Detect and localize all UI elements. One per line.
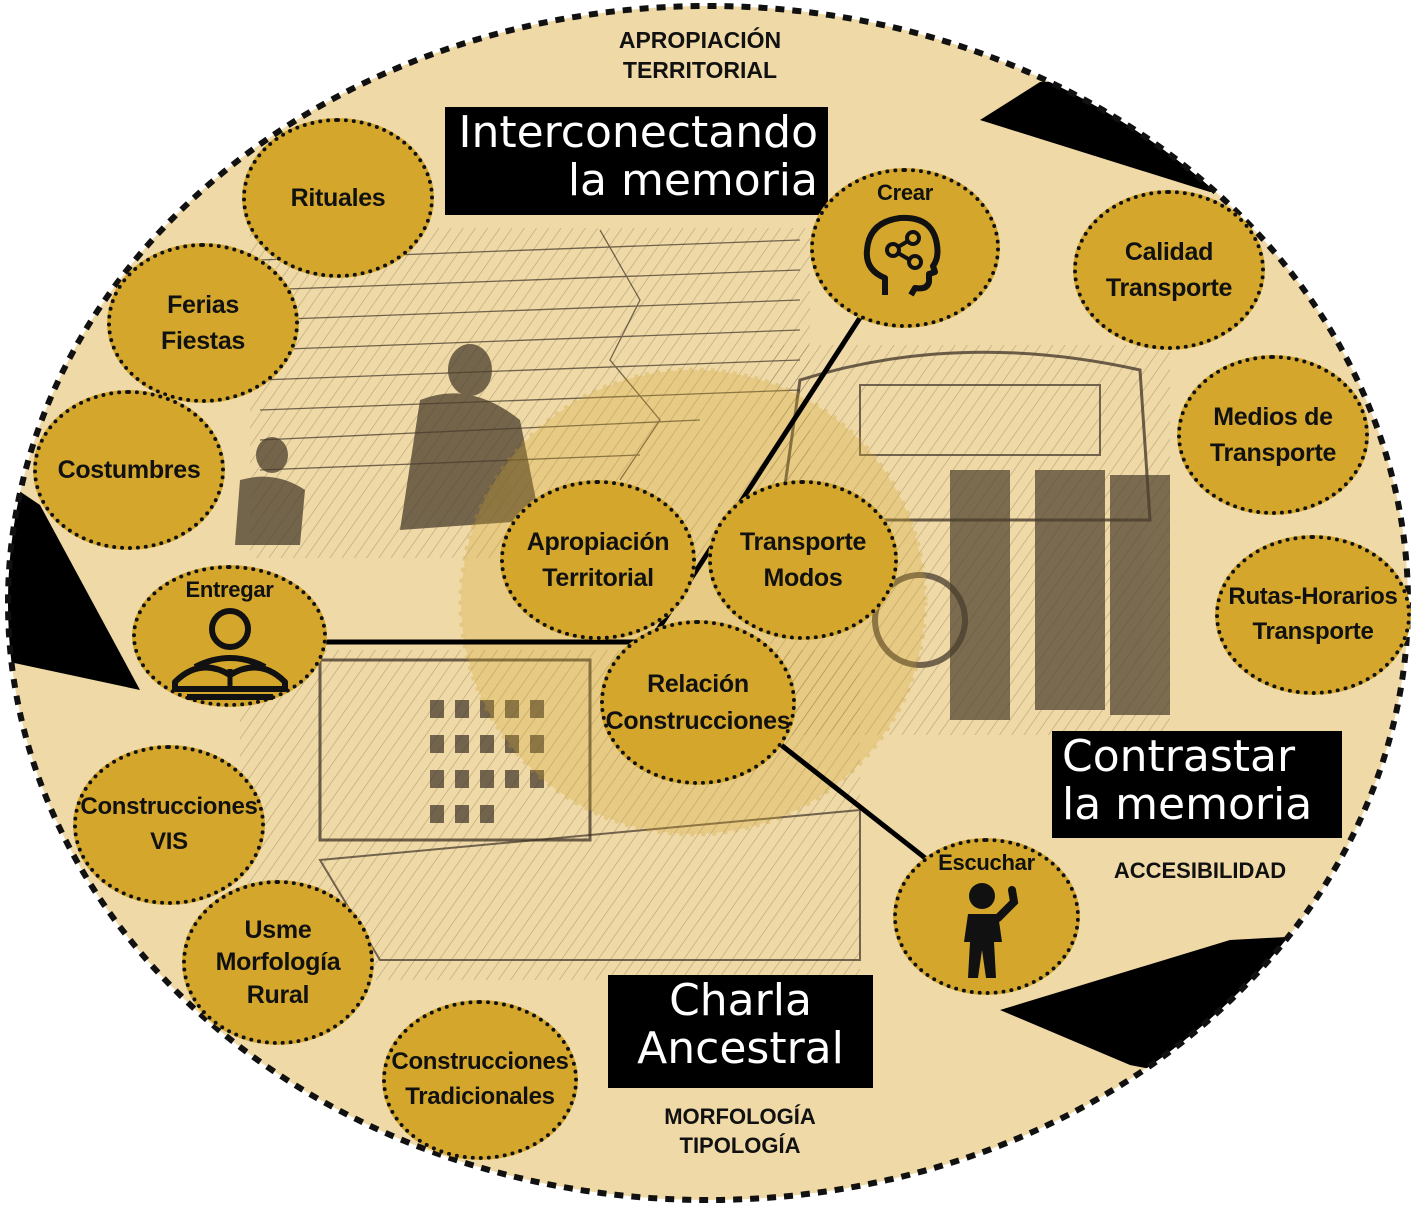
bubble-calidad-transporte: Calidad Transporte — [1073, 190, 1265, 350]
caption-morfologia: MORFOLOGÍA TIPOLOGÍA — [664, 1104, 816, 1158]
bubble-costumbres: Costumbres — [33, 390, 225, 550]
sketch-wall-scene — [235, 228, 810, 558]
bubble-entregar: Entregar — [132, 565, 327, 707]
bubble-ferias-fiestas: Ferias Fiestas — [107, 243, 299, 403]
title-interconectando: Interconectando la memoria — [445, 107, 828, 215]
person-reading-icon — [171, 608, 288, 701]
crear-label: Crear — [877, 180, 933, 205]
bubble-construcciones-vis: Construcciones VIS — [73, 745, 265, 905]
bubble-rutas-horarios: Rutas-Horarios Transporte — [1215, 535, 1411, 695]
title-contrastar: Contrastar la memoria — [1052, 731, 1342, 838]
bubble-apropiacion-territorial: Apropiación Territorial — [500, 480, 696, 640]
bubble-crear: Crear — [810, 168, 1000, 328]
head-network-icon — [863, 215, 941, 297]
escuchar-label: Escuchar — [938, 850, 1035, 875]
bubble-rituales: Rituales — [242, 118, 434, 278]
bubble-relacion-construcciones: Relación Construcciones — [600, 620, 796, 785]
title-charla: Charla Ancestral — [608, 975, 873, 1088]
person-listening-icon — [963, 883, 1018, 979]
bubble-escuchar: Escuchar — [893, 838, 1080, 995]
top-caption: APROPIACIÓN TERRITORIAL — [618, 27, 782, 83]
bubble-usme-morfologia-rural: Usme Morfología Rural — [182, 880, 374, 1045]
bubble-medios-transporte: Medios de Transporte — [1177, 355, 1369, 515]
bubble-transporte-modos: Transporte Modos — [708, 480, 898, 640]
bubble-construcciones-tradicionales: Construcciones Tradicionales — [382, 1000, 578, 1160]
entregar-label: Entregar — [185, 577, 274, 602]
wedge-left — [8, 478, 140, 690]
caption-accesibilidad: ACCESIBILIDAD — [1113, 858, 1287, 883]
